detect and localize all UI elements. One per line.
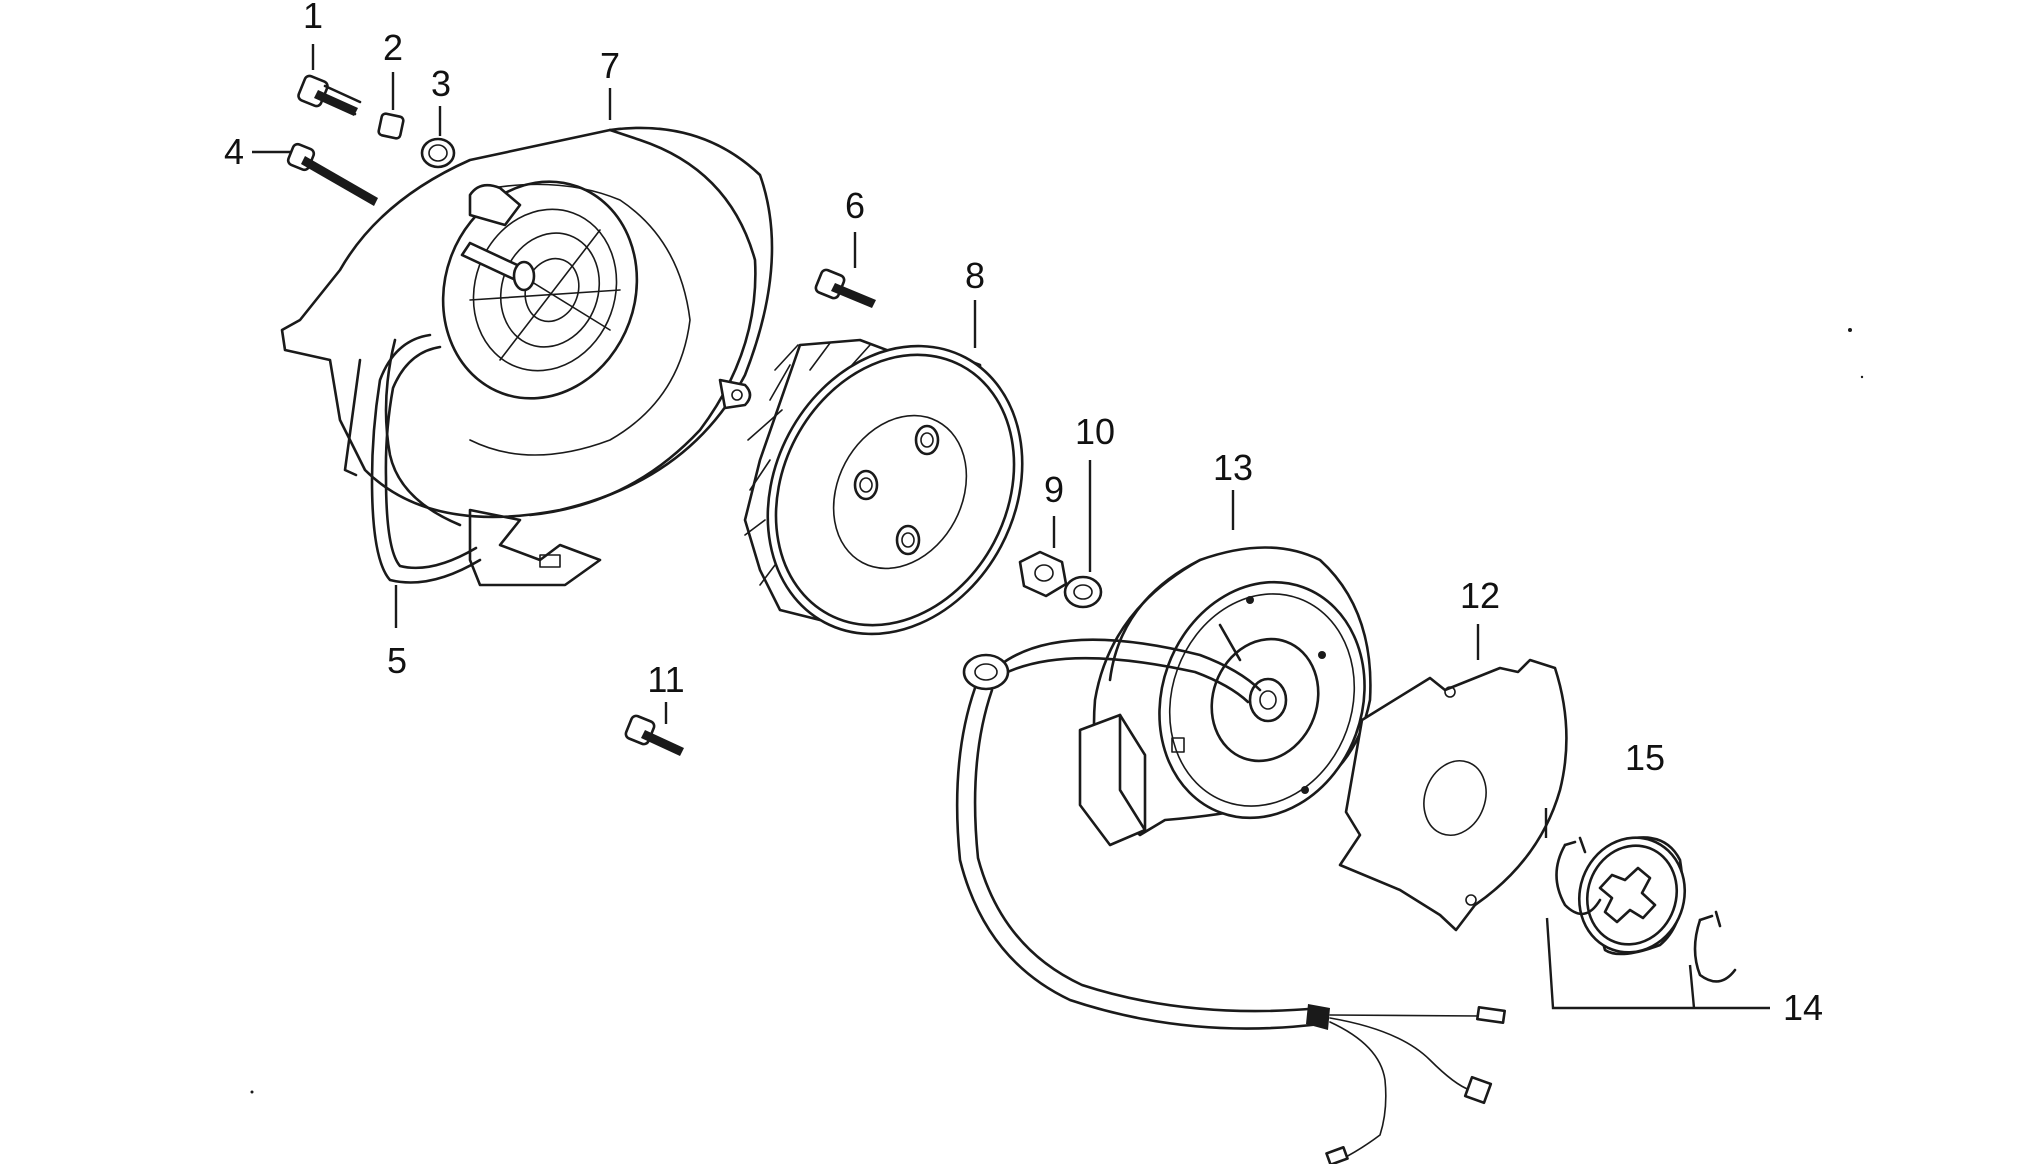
part-14-circlip-front [1555,836,1602,916]
part-3-grommet [420,137,456,169]
part-12-back-plate [1338,658,1568,932]
callout-leaders [252,44,1770,1010]
callout-15: 15 [1625,737,1665,778]
part-10-washer [1063,575,1103,609]
callout-labels: 1 2 3 4 5 6 7 8 9 10 11 12 13 14 15 [224,0,1823,1028]
callout-3: 3 [431,63,451,104]
part-13-wire-harness [955,638,1507,1164]
callout-9: 9 [1044,469,1064,510]
part-6-screw [814,268,876,308]
callout-13: 13 [1213,447,1253,488]
scan-specks [250,328,1864,1094]
part-8-flywheel [743,338,1024,636]
part-11-screw [624,714,684,756]
part-7-fan-shroud [280,126,774,587]
part-5-gasket [370,333,482,584]
callout-1: 1 [303,0,323,36]
callout-12: 12 [1460,575,1500,616]
callout-7: 7 [600,45,620,86]
part-15-starter-pulley [1577,836,1687,956]
part-14-circlip-rear [1693,910,1737,983]
callout-2: 2 [383,27,403,68]
callout-11: 11 [647,659,684,700]
callout-10: 10 [1075,411,1115,452]
part-2-sleeve [377,112,405,140]
callout-5: 5 [387,640,407,681]
callout-4: 4 [224,131,244,172]
part-1-screw [297,74,362,116]
callout-6: 6 [845,185,865,226]
callout-14: 14 [1783,987,1823,1028]
callout-8: 8 [965,255,985,296]
part-4-long-screw [286,142,378,206]
part-9-nut [1018,550,1068,598]
part-13-stator [1078,546,1372,847]
